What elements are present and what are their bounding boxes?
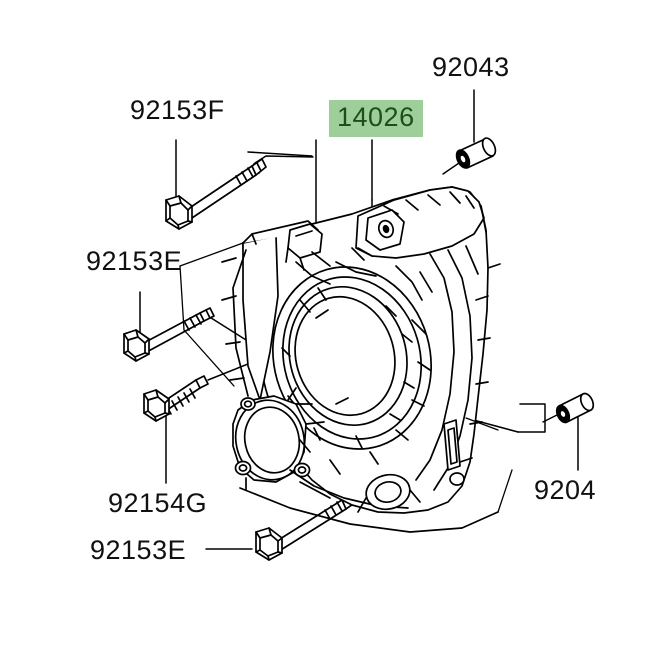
part-label-92153E-lower[interactable]: 92153E — [90, 535, 187, 565]
leader-92153F-bar — [247, 151, 313, 157]
bolt-92153F — [165, 158, 267, 230]
engine-cover-14026 — [221, 186, 501, 533]
bolt-92153E-upper — [123, 307, 215, 362]
dowel-pin-9204 — [542, 392, 595, 424]
part-label-92153F[interactable]: 92153F — [130, 95, 225, 125]
cover-plane-lines — [179, 242, 513, 513]
part-label-92153E-upper[interactable]: 92153E — [86, 246, 183, 276]
part-label-92043[interactable]: 92043 — [432, 52, 510, 82]
leader-92153F-tobolt — [272, 157, 311, 180]
part-label-92154G[interactable]: 92154G — [108, 488, 208, 518]
part-label-14026-highlighted[interactable]: 14026 — [329, 100, 423, 137]
leader-9204-zigzag — [517, 403, 546, 433]
part-label-9204[interactable]: 9204 — [534, 475, 597, 505]
bolt-92153E-lower — [255, 493, 357, 561]
bolt-92154G — [143, 375, 209, 422]
dowel-pin-92043 — [442, 137, 497, 175]
